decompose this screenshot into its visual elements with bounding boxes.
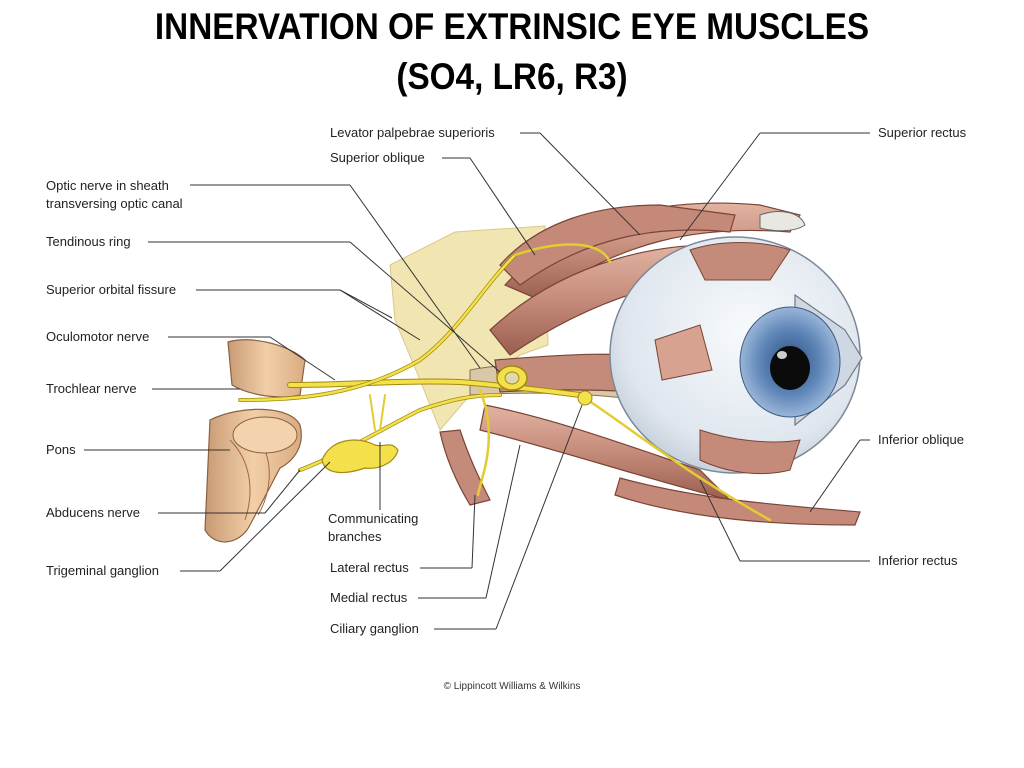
label-communicating-line1: Communicating [328, 511, 419, 526]
label-trigeminal-ganglion: Trigeminal ganglion [46, 563, 159, 578]
copyright-notice: © Lippincott Williams & Wilkins [443, 681, 581, 692]
label-oculomotor-nerve: Oculomotor nerve [46, 329, 150, 344]
medial-rectus-muscle [439, 429, 491, 506]
title-line-1: INNERVATION OF EXTRINSIC EYE MUSCLES [154, 6, 870, 47]
label-lateral-rectus: Lateral rectus [330, 560, 409, 575]
label-superior-oblique: Superior oblique [330, 150, 425, 165]
trigeminal-ganglion-shape [321, 439, 399, 474]
label-optic-nerve-line2: transversing optic canal [46, 196, 183, 211]
superior-oblique-muscle [499, 204, 736, 286]
pons-brainstem [204, 339, 306, 543]
label-optic-nerve-line1: Optic nerve in sheath [46, 178, 169, 193]
label-pons: Pons [46, 442, 76, 457]
label-medial-rectus: Medial rectus [330, 590, 408, 605]
eyeball [609, 211, 863, 475]
label-superior-orbital-fissure: Superior orbital fissure [46, 282, 177, 297]
label-trochlear-nerve: Trochlear nerve [46, 381, 137, 396]
label-inferior-oblique: Inferior oblique [878, 432, 964, 447]
label-tendinous-ring: Tendinous ring [46, 234, 131, 249]
ciliary-ganglion-shape [577, 390, 593, 406]
label-superior-rectus: Superior rectus [878, 125, 967, 140]
label-ciliary-ganglion: Ciliary ganglion [330, 621, 419, 636]
label-communicating-line2: branches [328, 529, 382, 544]
label-inferior-rectus: Inferior rectus [878, 553, 958, 568]
extraocular-muscles [439, 202, 861, 526]
label-abducens-nerve: Abducens nerve [46, 505, 140, 520]
label-levator-palpebrae: Levator palpebrae superioris [330, 125, 495, 140]
title-line-2: (SO4, LR6, R3) [396, 56, 628, 97]
leader-lines [84, 132, 870, 630]
